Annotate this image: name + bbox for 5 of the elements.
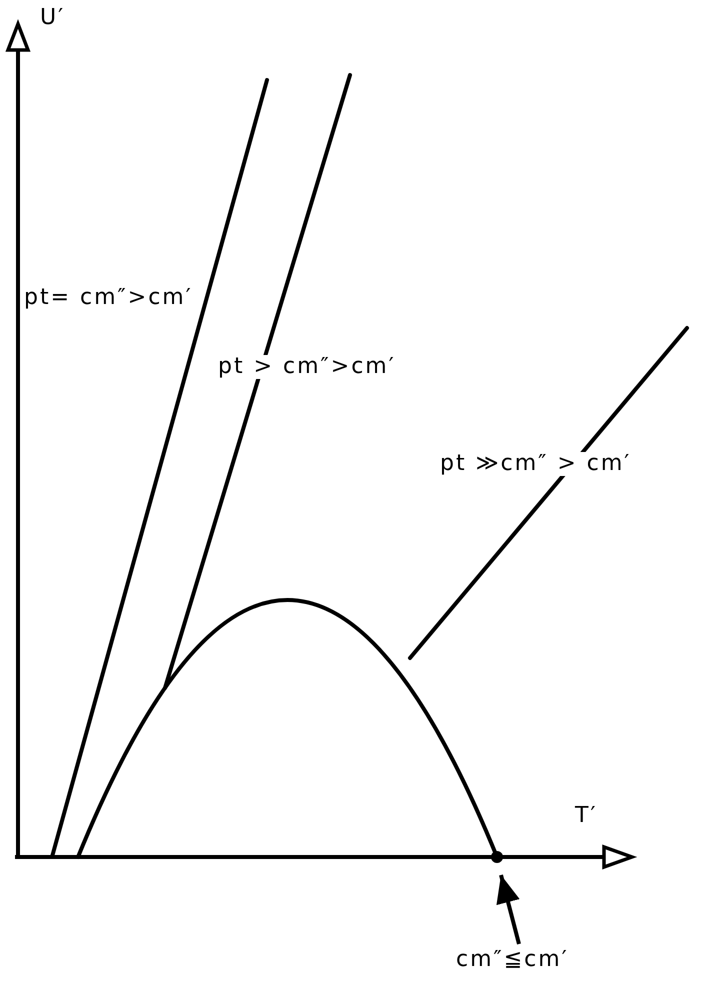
curve-label: pt= cm″>cm′ bbox=[24, 286, 193, 310]
curve-label: pt ≫cm″ > cm′ bbox=[440, 452, 632, 476]
pointer-arrow bbox=[496, 874, 521, 944]
point-marker bbox=[491, 851, 503, 863]
curve-label: pt > cm″>cm′ bbox=[218, 355, 396, 380]
